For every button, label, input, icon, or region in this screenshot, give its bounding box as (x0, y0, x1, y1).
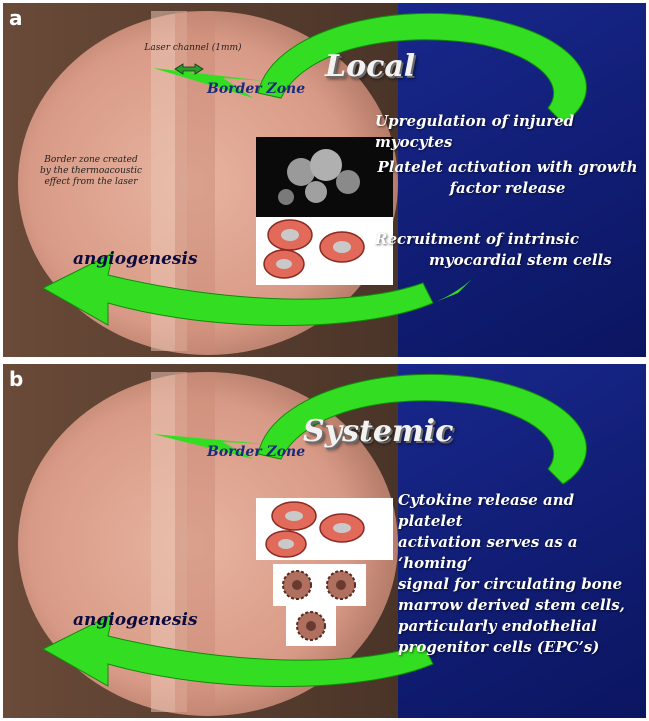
systemic-description: Cytokine release and platelet activation… (398, 491, 625, 656)
effect-upregulation: Upregulation of injured myocytes (375, 112, 575, 151)
platelet-cells-image (256, 137, 393, 285)
local-title: Local (325, 49, 416, 84)
panel-systemic: b Systemic Border Zone angiogenesis Cyto… (3, 364, 646, 718)
panel-letter: a (9, 6, 23, 30)
border-zone-note: Border zone created by the thermoacousti… (39, 155, 143, 187)
angiogenesis-label: angiogenesis (73, 610, 198, 630)
panel-letter: b (9, 367, 24, 391)
effect-platelet-activation: Platelet activation with growth factor r… (377, 158, 638, 197)
border-zone-label: Border Zone (207, 444, 306, 460)
angiogenesis-label: angiogenesis (73, 249, 198, 269)
border-zone-label: Border Zone (207, 81, 306, 97)
stem-cells-image (256, 498, 393, 646)
systemic-title: Systemic (303, 414, 454, 449)
effect-recruitment: Recruitment of intrinsic myocardial stem… (375, 230, 612, 269)
laser-channel-label: Laser channel (1mm) (144, 43, 242, 53)
panel-local: a Laser channel (1mm) Local Border Zone … (3, 3, 646, 357)
